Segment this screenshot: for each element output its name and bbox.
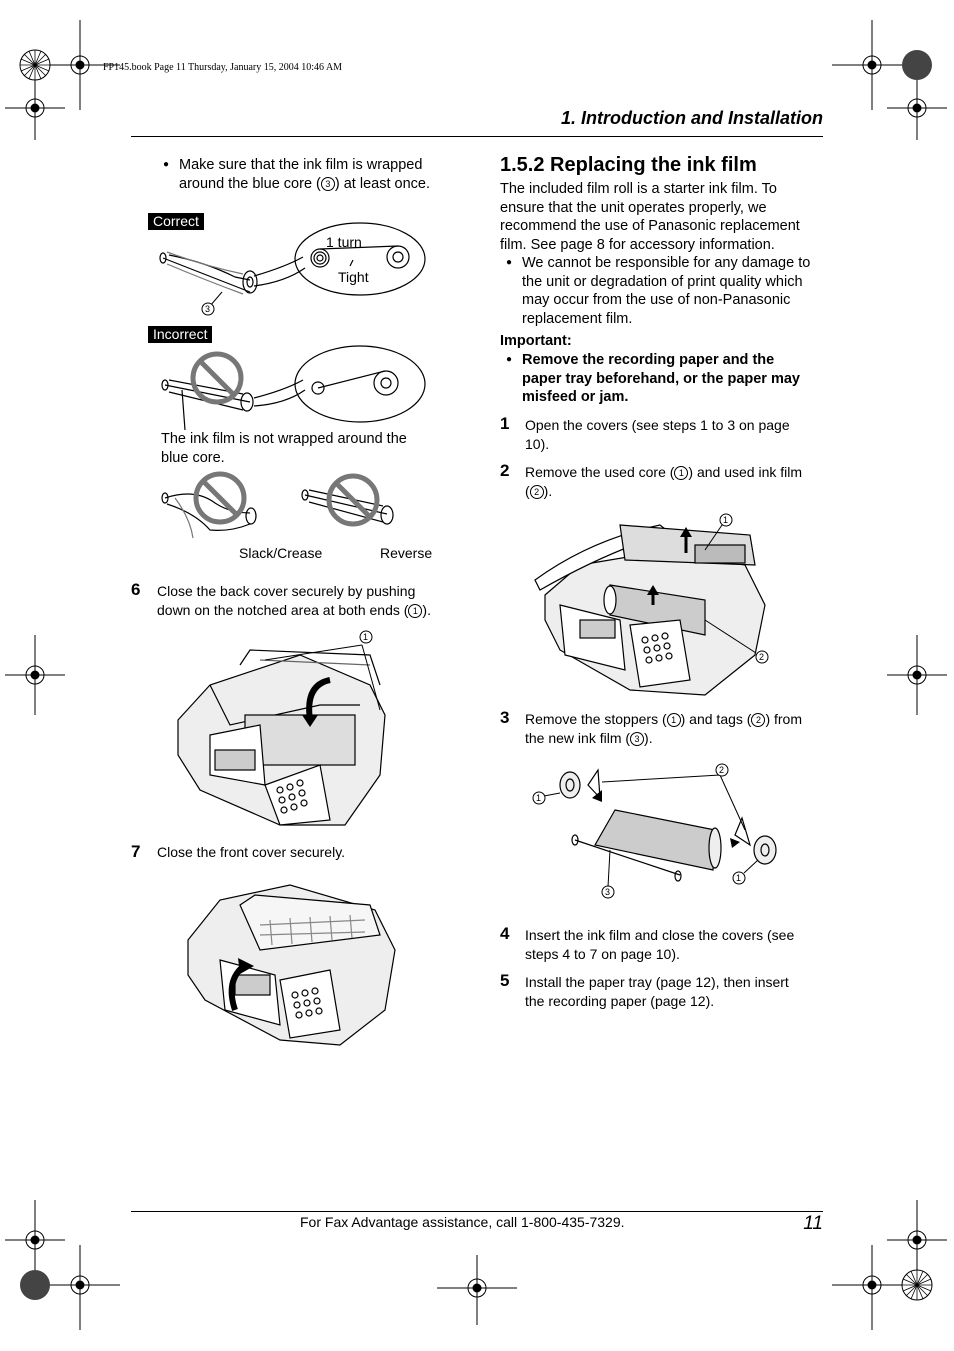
callout-number: 3	[320, 176, 335, 191]
starburst-mark	[901, 1269, 933, 1301]
callout-2: 2	[759, 652, 764, 662]
tight-label: Tight	[338, 269, 369, 285]
solid-registration-dot	[902, 50, 932, 80]
crosshair-mark	[832, 20, 912, 110]
starburst-mark	[19, 49, 51, 81]
prohibited-icon	[193, 471, 247, 525]
callout-number: 2	[751, 713, 766, 727]
crosshair-mark	[5, 80, 65, 140]
crosshair-mark	[887, 80, 947, 140]
slack-crease-label: Slack/Crease	[239, 545, 323, 561]
new-ink-film-illustration: 2 1 3 1	[532, 763, 777, 899]
callout-number: 1	[674, 466, 689, 480]
reverse-label: Reverse	[380, 545, 433, 561]
callout-number: 1	[408, 604, 423, 618]
prohibited-icon	[190, 351, 244, 405]
step-2-number: 2	[500, 461, 510, 480]
page-number: 11	[803, 1213, 823, 1234]
step-2-text: Remove the used core (1) and used ink fi…	[525, 464, 803, 499]
callout-3: 3	[205, 304, 210, 314]
bullet-line: around the blue core (3) at least once.	[179, 175, 430, 192]
section-title: 1.5.2 Replacing the ink film	[500, 154, 757, 176]
one-turn-label: 1 turn	[326, 234, 362, 250]
step-6-text: Close the back cover securely by pushing…	[157, 583, 431, 618]
crosshair-mark	[887, 635, 947, 715]
step-3-text: Remove the stoppers (1) and tags (2) fro…	[525, 711, 803, 746]
crosshair-mark	[5, 1200, 65, 1270]
callout-1: 1	[536, 793, 541, 803]
crosshair-mark	[40, 20, 120, 110]
solid-registration-dot	[20, 1270, 50, 1300]
crosshair-mark	[887, 1200, 947, 1270]
remove-used-core-illustration: 1 2	[534, 513, 769, 696]
callout-2: 2	[719, 765, 724, 775]
callout-number: 2	[529, 485, 544, 499]
step-7-number: 7	[131, 842, 141, 861]
reverse-illustration	[301, 473, 394, 527]
callout-3: 3	[605, 887, 610, 897]
prohibited-icon	[326, 473, 380, 527]
disclaimer-bullet: ● We cannot be responsible for any damag…	[506, 255, 811, 327]
not-wrapped-caption: The ink film is not wrapped around the b…	[161, 431, 407, 466]
footer-assistance-text: For Fax Advantage assistance, call 1-800…	[300, 1214, 625, 1230]
step-1-number: 1	[500, 414, 510, 433]
correct-label: Correct	[148, 213, 204, 230]
incorrect-ink-film-illustration	[161, 345, 426, 430]
callout-1: 1	[723, 515, 728, 525]
step-5-number: 5	[500, 971, 510, 990]
incorrect-label: Incorrect	[148, 326, 213, 343]
footer-rule	[131, 1211, 823, 1212]
bullet-line: Make sure that the ink film is wrapped	[179, 157, 423, 173]
step-4-number: 4	[500, 924, 510, 943]
step-3-number: 3	[500, 708, 510, 727]
crosshair-mark	[40, 1245, 120, 1330]
left-bullet: ● Make sure that the ink film is wrapped…	[163, 156, 463, 193]
crosshair-mark	[5, 635, 65, 715]
step-7-text: Close the front cover securely.	[157, 844, 346, 860]
step-1-text: Open the covers (see steps 1 to 3 on pag…	[525, 417, 790, 452]
fax-front-cover-illustration	[187, 884, 396, 1046]
correct-ink-film-illustration: 1 turn Tight 3	[159, 222, 426, 316]
bullet-dot: ●	[506, 257, 513, 268]
bullet-dot: ●	[163, 159, 170, 170]
important-bullet: ● Remove the recording paper and the pap…	[506, 352, 800, 405]
slack-crease-illustration	[161, 471, 257, 539]
print-tag: FP145.book Page 11 Thursday, January 15,…	[103, 62, 343, 73]
bullet-dot: ●	[506, 354, 513, 365]
callout-1: 1	[363, 632, 368, 642]
step-6-number: 6	[131, 580, 141, 599]
callout-number: 1	[666, 713, 681, 727]
important-label: Important:	[500, 333, 572, 349]
header-rule	[131, 136, 823, 137]
step-4-text: Insert the ink film and close the covers…	[525, 927, 795, 962]
page-header-title: 1. Introduction and Installation	[560, 108, 823, 128]
crosshair-mark	[437, 1255, 517, 1325]
callout-number: 3	[630, 732, 645, 746]
intro-paragraph: The included film roll is a starter ink …	[500, 181, 800, 253]
callout-1: 1	[736, 873, 741, 883]
crosshair-mark	[832, 1245, 912, 1330]
step-5-text: Install the paper tray (page 12), then i…	[525, 974, 789, 1009]
fax-back-cover-illustration: 1	[177, 630, 386, 826]
